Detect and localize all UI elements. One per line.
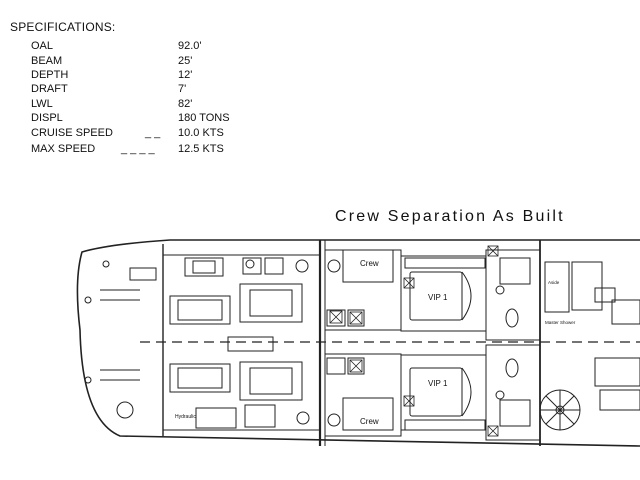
spec-label: DEPTH [31,69,69,81]
plan-title: Crew Separation As Built [335,208,565,225]
room-label-hydraulic: Hydraulic [175,414,196,420]
room-label-crew-upper: Crew [360,259,379,268]
spec-value: 12' [178,69,193,81]
spec-value: 82' [178,98,193,110]
spec-label: OAL [31,40,54,52]
room-label-vip-lower: VIP 1 [428,379,448,388]
main-engine-lower-stbd [239,361,303,401]
spec-label: CRUISE SPEED [31,127,113,139]
vip-cabin-lower [400,354,487,431]
spec-value: 12.5 KTS [178,143,224,155]
room-label-aside: Aside [548,280,560,285]
engine-room-control-panel [227,336,274,352]
spec-label: DRAFT [31,83,68,95]
main-engine-upper-stbd [239,283,303,323]
spec-label: BEAM [31,55,63,67]
hull-outline [76,239,640,447]
spec-leader: _ _ [145,127,161,139]
room-label-master-shower: Master Shower [545,320,576,325]
room-label-vip-upper: VIP 1 [428,293,448,302]
main-engine-upper-port [169,295,231,325]
spec-label: LWL [31,98,53,110]
room-label-crew-lower: Crew [360,417,379,426]
spec-label: MAX SPEED [31,143,96,155]
spec-value: 7' [178,83,187,95]
spec-leader: _ _ _ _ [121,143,155,155]
spec-value: 25' [178,55,193,67]
specifications-title: SPECIFICATIONS: [10,20,116,34]
generator-upper [184,257,224,277]
spec-value: 92.0' [178,40,202,52]
main-engine-lower-port [169,363,231,393]
spec-value: 10.0 KTS [178,127,224,139]
spec-label: DISPL [31,112,63,124]
spec-value: 180 TONS [178,112,230,124]
